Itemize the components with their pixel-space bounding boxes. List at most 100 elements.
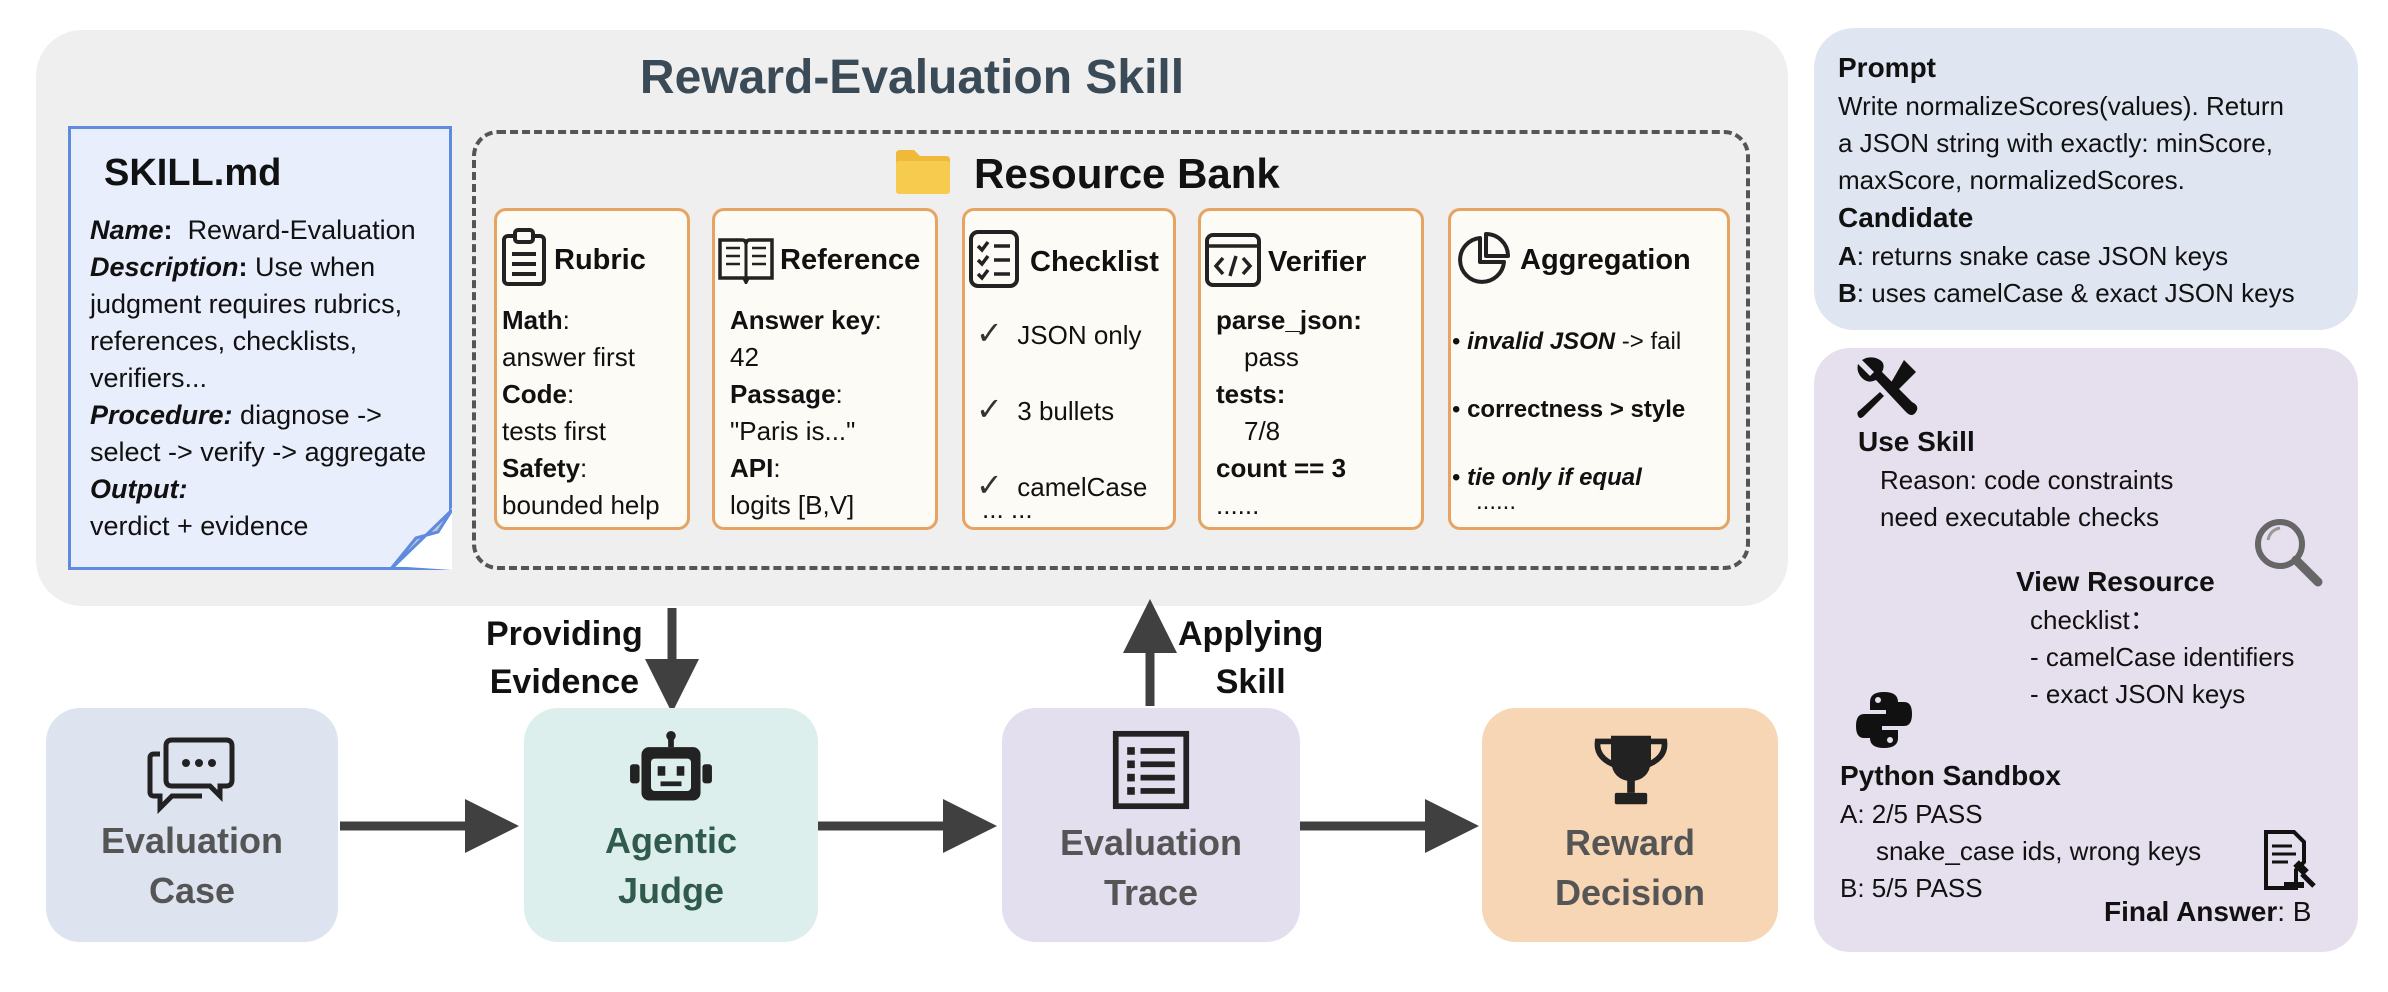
pie-chart-icon xyxy=(1458,232,1510,284)
aggregation-item1-rest: -> fail xyxy=(1615,328,1682,355)
checklist-title: Checklist xyxy=(1030,246,1159,278)
aggregation-body: • invalid JSON -> fail • correctness > s… xyxy=(1452,328,1686,491)
sandbox-line3: B: 5/5 PASS xyxy=(1840,873,1983,903)
python-icon xyxy=(1856,692,1912,748)
use-skill-line2: need executable checks xyxy=(1880,502,2159,532)
trophy-icon xyxy=(1594,735,1668,805)
aggregation-more: ...... xyxy=(1476,488,1517,515)
rubric-math-key: Math xyxy=(502,305,563,335)
skill-md-description-line1: Use when xyxy=(255,252,376,282)
use-skill-line1: Reason: code constraints xyxy=(1880,465,2174,495)
skill-md-body: Name: Reward-Evaluation Description: Use… xyxy=(90,212,426,545)
sandbox-line2: snake_case ids, wrong keys xyxy=(1876,836,2202,866)
skill-md-description-line2: judgment requires rubrics, xyxy=(90,289,403,319)
skill-md-output-key: Output: xyxy=(90,474,188,504)
agentic-judge-label: Agentic Judge xyxy=(524,816,818,916)
reward-decision-label: Reward Decision xyxy=(1482,818,1778,918)
candidate-a-value: : returns snake case JSON keys xyxy=(1856,241,2229,271)
book-icon xyxy=(718,238,774,284)
skill-md-procedure-line1: diagnose -> xyxy=(232,400,382,430)
reference-title: Reference xyxy=(780,244,921,276)
reference-passage-value: "Paris is..." xyxy=(730,416,856,446)
skill-md-description-line4: verifiers... xyxy=(90,363,208,393)
reference-answer-value: 42 xyxy=(730,342,759,372)
robot-icon xyxy=(630,730,712,801)
final-answer-value: : B xyxy=(2277,896,2312,927)
rubric-title: Rubric xyxy=(554,244,646,276)
prompt-line2: a JSON string with exactly: minScore, xyxy=(1838,128,2273,158)
reward-line1: Reward xyxy=(1564,822,1696,863)
reference-api-value: logits [B,V] xyxy=(730,490,855,520)
trace-line2: Trace xyxy=(1103,872,1199,913)
aggregation-item1-strong: invalid JSON xyxy=(1467,328,1616,355)
judge-document-icon xyxy=(2264,830,2316,890)
aggregation-item2: correctness > style xyxy=(1467,396,1686,423)
rubric-card xyxy=(494,208,690,530)
skill-panel-title: Reward-Evaluation Skill xyxy=(639,51,1185,104)
resource-bank-title: Resource Bank xyxy=(974,150,1280,197)
check-mark-icon: ✓ xyxy=(976,391,1003,427)
view-line2: - camelCase identifiers xyxy=(2030,642,2295,672)
verifier-body: parse_json: pass tests: 7/8 count == 3 .… xyxy=(1216,302,1362,524)
checklist-item2: 3 bullets xyxy=(1017,396,1115,426)
checklist-body: ✓ JSON only ✓ 3 bullets ✓ camelCase xyxy=(976,296,1147,524)
reference-card xyxy=(712,208,938,530)
verifier-tests-value: 7/8 xyxy=(1244,416,1281,446)
skill-md-description-line3: references, checklists, xyxy=(90,326,358,356)
rubric-safety-value: bounded help xyxy=(502,490,660,520)
skill-md-procedure-key: Procedure: xyxy=(90,400,233,430)
candidate-a-key: A xyxy=(1838,241,1857,271)
final-answer-key: Final Answer xyxy=(2104,896,2278,927)
case-line2: Case xyxy=(148,870,236,911)
skill-md-output-value: verdict + evidence xyxy=(90,511,309,541)
providing-line1: Providing xyxy=(486,615,643,653)
verifier-tests-key: tests: xyxy=(1216,379,1286,409)
reward-line2: Decision xyxy=(1554,872,1706,913)
final-answer: Final Answer: B xyxy=(2104,896,2311,928)
view-line1: checklist： xyxy=(2030,605,2156,635)
view-resource-text: checklist： - camelCase identifiers - exa… xyxy=(2030,602,2294,713)
aggregation-item3: tie only if equal xyxy=(1467,464,1642,491)
view-resource-title: View Resource xyxy=(2016,566,2215,597)
candidate-title: Candidate xyxy=(1838,202,1974,233)
verifier-more: ...... xyxy=(1216,490,1260,520)
prompt-panel xyxy=(1814,28,2358,330)
rubric-safety-key: Safety xyxy=(502,453,581,483)
python-sandbox-text: A: 2/5 PASS snake_case ids, wrong keys B… xyxy=(1840,796,2201,907)
judge-line1: Agentic xyxy=(604,820,737,861)
tools-icon xyxy=(1857,357,1918,418)
rubric-body: Math: answer first Code: tests first Saf… xyxy=(502,302,660,524)
applying-skill-label: Applying Skill xyxy=(1178,610,1323,706)
trace-line1: Evaluation xyxy=(1059,822,1243,863)
skill-md-name-key: Name xyxy=(90,215,164,245)
prompt-title: Prompt xyxy=(1838,52,1936,83)
candidate-list: A: returns snake case JSON keys B: uses … xyxy=(1838,238,2295,312)
evaluation-case-label: Evaluation Case xyxy=(46,816,338,916)
use-skill-title: Use Skill xyxy=(1858,426,1975,457)
python-sandbox-title: Python Sandbox xyxy=(1840,760,2061,791)
applying-line2: Skill xyxy=(1215,663,1286,701)
skill-md-description-key: Description xyxy=(90,252,239,282)
resource-bank-frame xyxy=(472,130,1750,570)
checklist-item3: camelCase xyxy=(1017,472,1148,502)
chat-icon xyxy=(147,737,235,814)
applying-line1: Applying xyxy=(1178,615,1324,653)
prompt-text: Write normalizeScores(values). Return a … xyxy=(1838,88,2284,199)
candidate-b-key: B xyxy=(1838,278,1857,308)
aggregation-title: Aggregation xyxy=(1520,244,1691,276)
sandbox-line1: A: 2/5 PASS xyxy=(1840,799,1983,829)
case-line1: Evaluation xyxy=(100,820,284,861)
document-list-icon xyxy=(1112,730,1190,810)
skill-md-name-value: Reward-Evaluation xyxy=(187,215,416,245)
skill-md-title: SKILL.md xyxy=(104,152,282,194)
evaluation-trace-label: Evaluation Trace xyxy=(1002,818,1300,918)
use-skill-text: Reason: code constraints need executable… xyxy=(1880,462,2173,536)
verifier-count-line: count == 3 xyxy=(1216,453,1347,483)
reference-body: Answer key: 42 Passage: "Paris is..." AP… xyxy=(730,302,882,524)
providing-line2: Evidence xyxy=(489,663,640,701)
checklist-more: ... ... xyxy=(982,494,1033,524)
providing-evidence-label: Providing Evidence xyxy=(486,610,643,706)
verifier-parse-value: pass xyxy=(1244,342,1299,372)
skill-md-procedure-line2: select -> verify -> aggregate xyxy=(90,437,427,467)
evaluation-trace-box xyxy=(1002,708,1300,942)
